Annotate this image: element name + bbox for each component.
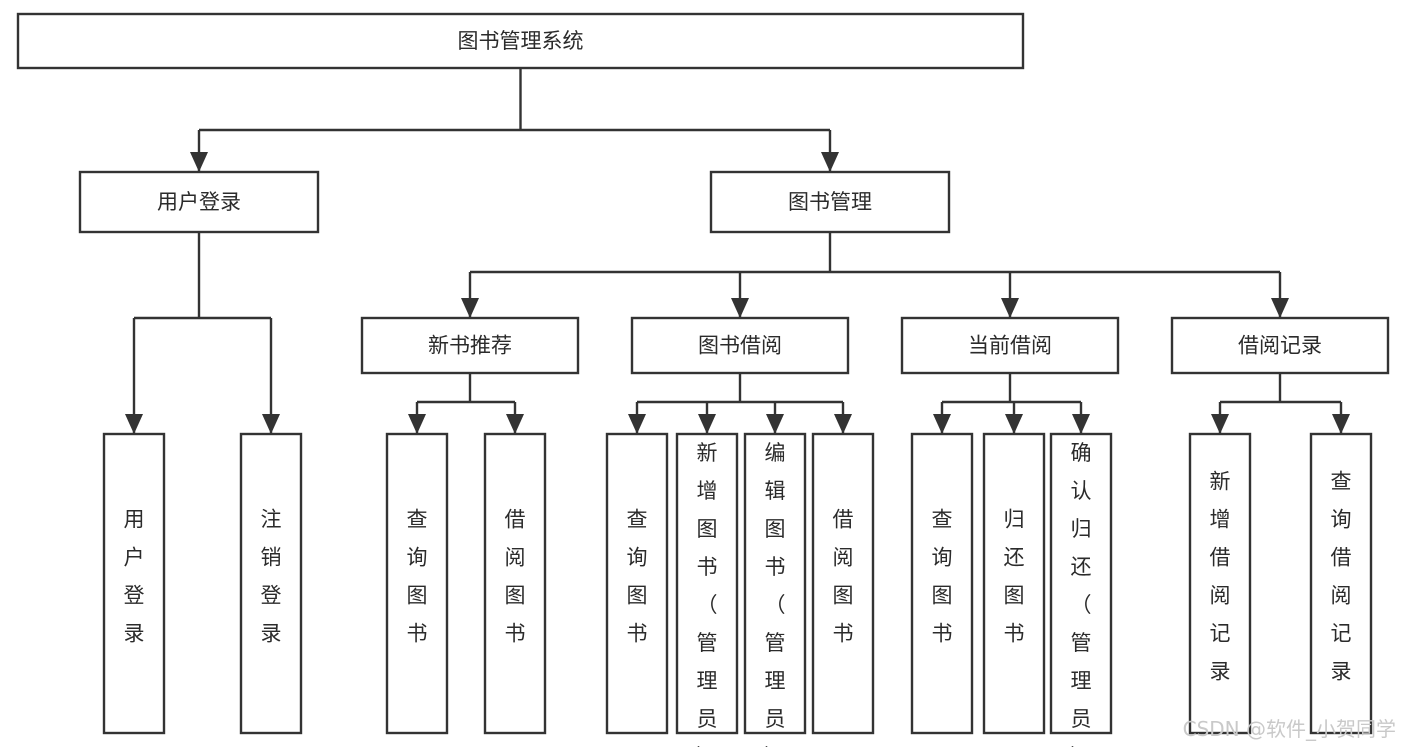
node-label-nbr-borrow-book: 借阅图书 <box>505 508 526 646</box>
arrow-head <box>1005 414 1023 434</box>
node-box-user-login <box>78 170 320 234</box>
node-book-manage[interactable]: 图书管理 <box>709 170 951 234</box>
node-label-cb-return-book: 归还图书 <box>1004 508 1025 646</box>
node-box-borrow-record <box>1170 316 1390 375</box>
arrow-head <box>408 414 426 434</box>
node-new-book-rec[interactable]: 新书推荐 <box>360 316 580 375</box>
arrow-head <box>731 298 749 318</box>
arrow-head <box>1332 414 1350 434</box>
arrow-head <box>766 414 784 434</box>
node-label-root: 图书管理系统 <box>458 29 584 53</box>
nodes-layer: 图书管理系统用户登录图书管理新书推荐图书借阅当前借阅借阅记录用户登录注销登录查询… <box>16 12 1390 747</box>
node-current-borrow[interactable]: 当前借阅 <box>900 316 1120 375</box>
node-box-leaf-user-logout <box>239 432 303 735</box>
node-cb-query-book[interactable]: 查询图书 <box>910 432 974 735</box>
node-label-bb-borrow-book: 借阅图书 <box>833 508 854 646</box>
node-label-book-manage: 图书管理 <box>788 190 872 214</box>
node-label-cb-confirm-return: 确认归还（管理员） <box>1071 441 1092 747</box>
node-label-bb-add-book: 新增图书（管理员） <box>697 441 718 747</box>
arrow-head <box>821 152 839 172</box>
node-bb-query-book[interactable]: 查询图书 <box>605 432 669 735</box>
node-box-cb-return-book <box>982 432 1046 735</box>
node-nbr-query-book[interactable]: 查询图书 <box>385 432 449 735</box>
node-box-bb-add-book <box>675 432 739 735</box>
watermark-label: CSDN @软件_小贺同学 <box>1183 717 1396 741</box>
arrow-head <box>628 414 646 434</box>
arrow-head <box>506 414 524 434</box>
node-label-current-borrow: 当前借阅 <box>968 334 1052 358</box>
arrow-head <box>1211 414 1229 434</box>
arrow-head <box>834 414 852 434</box>
node-label-cb-query-book: 查询图书 <box>932 508 953 646</box>
connectors-layer <box>125 68 1350 434</box>
arrow-head <box>190 152 208 172</box>
node-br-add-record[interactable]: 新增借阅记录 <box>1188 432 1252 735</box>
node-box-nbr-borrow-book <box>483 432 547 735</box>
node-leaf-user-logout[interactable]: 注销登录 <box>239 432 303 735</box>
node-bb-borrow-book[interactable]: 借阅图书 <box>811 432 875 735</box>
node-label-nbr-query-book: 查询图书 <box>407 508 428 646</box>
node-label-bb-query-book: 查询图书 <box>627 508 648 646</box>
arrow-head <box>461 298 479 318</box>
node-label-leaf-user-login: 用户登录 <box>124 508 145 646</box>
node-label-book-borrow: 图书借阅 <box>698 334 782 358</box>
arrow-head <box>125 414 143 434</box>
node-label-br-add-record: 新增借阅记录 <box>1210 470 1231 684</box>
node-cb-return-book[interactable]: 归还图书 <box>982 432 1046 735</box>
node-box-root <box>16 12 1025 70</box>
node-box-bb-query-book <box>605 432 669 735</box>
node-bb-edit-book[interactable]: 编辑图书（管理员） <box>743 432 807 747</box>
node-label-borrow-record: 借阅记录 <box>1238 334 1322 358</box>
arrow-head <box>1001 298 1019 318</box>
node-box-leaf-user-login <box>102 432 166 735</box>
node-box-new-book-rec <box>360 316 580 375</box>
node-book-borrow[interactable]: 图书借阅 <box>630 316 850 375</box>
node-label-leaf-user-logout: 注销登录 <box>261 508 282 646</box>
arrow-head <box>933 414 951 434</box>
arrow-head <box>698 414 716 434</box>
node-box-current-borrow <box>900 316 1120 375</box>
node-root[interactable]: 图书管理系统 <box>16 12 1025 70</box>
node-box-bb-edit-book <box>743 432 807 735</box>
node-box-nbr-query-book <box>385 432 449 735</box>
node-bb-add-book[interactable]: 新增图书（管理员） <box>675 432 739 747</box>
node-label-new-book-rec: 新书推荐 <box>428 334 512 358</box>
node-box-br-query-record <box>1309 432 1373 735</box>
arrow-head <box>1271 298 1289 318</box>
node-label-bb-edit-book: 编辑图书（管理员） <box>765 441 786 747</box>
node-box-cb-query-book <box>910 432 974 735</box>
node-box-book-borrow <box>630 316 850 375</box>
node-box-book-manage <box>709 170 951 234</box>
arrow-head <box>262 414 280 434</box>
arrow-head <box>1072 414 1090 434</box>
node-box-bb-borrow-book <box>811 432 875 735</box>
node-label-br-query-record: 查询借阅记录 <box>1331 470 1352 684</box>
node-borrow-record[interactable]: 借阅记录 <box>1170 316 1390 375</box>
node-label-user-login: 用户登录 <box>157 190 241 214</box>
node-nbr-borrow-book[interactable]: 借阅图书 <box>483 432 547 735</box>
node-box-br-add-record <box>1188 432 1252 735</box>
node-br-query-record[interactable]: 查询借阅记录 <box>1309 432 1373 735</box>
node-cb-confirm-return[interactable]: 确认归还（管理员） <box>1049 432 1113 747</box>
node-leaf-user-login[interactable]: 用户登录 <box>102 432 166 735</box>
node-box-cb-confirm-return <box>1049 432 1113 735</box>
node-user-login[interactable]: 用户登录 <box>78 170 320 234</box>
